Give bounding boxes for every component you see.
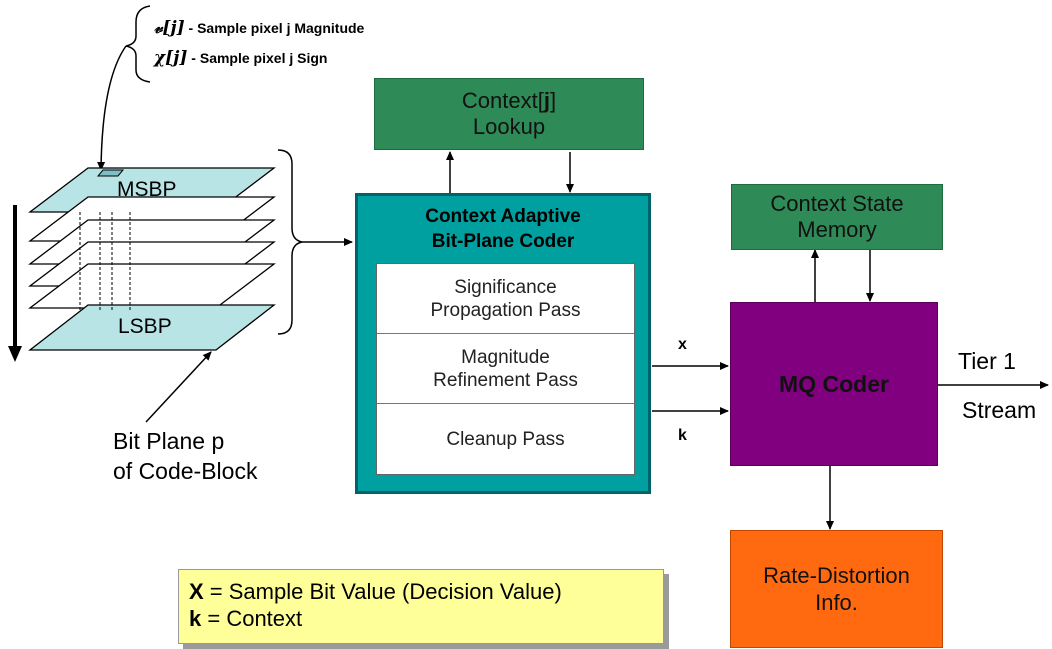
planes-brace <box>277 149 303 335</box>
mq-coder-box: MQ Coder <box>730 302 938 466</box>
context-lookup-line1: Context[j] <box>461 88 557 113</box>
bitplane-coder-box: Context Adaptive Bit-Plane Coder Signifi… <box>355 193 651 494</box>
bitplane-caption-line2: of Code-Block <box>113 458 258 484</box>
pass-significance: Significance Propagation Pass <box>377 264 634 334</box>
caption-to-plane-arrow <box>145 351 212 423</box>
bitplane-caption: Bit Plane p of Code-Block <box>113 426 257 486</box>
note-sign: χ[j] - Sample pixel j Sign <box>154 48 327 68</box>
context-state-memory-box: Context State Memory <box>731 184 943 250</box>
sample-column <box>79 212 131 310</box>
bitplane-stack <box>28 167 276 351</box>
k-signal-label: k <box>678 427 687 444</box>
plane-lsbp <box>28 304 276 351</box>
notes-to-plane-arrow <box>97 45 127 171</box>
mq-coder-label: MQ Coder <box>779 370 889 397</box>
msbp-label: MSBP <box>117 178 177 201</box>
sample-tile <box>96 169 125 177</box>
output-label-line2: Stream <box>962 397 1037 423</box>
pass-magnitude: Magnitude Refinement Pass <box>377 334 634 404</box>
note-magnitude-symbol: 𝓋[j] <box>154 18 185 38</box>
legend-line2: k = Context <box>189 606 303 631</box>
note-sign-symbol: χ[j] <box>154 48 188 68</box>
context-lookup-line2: Lookup <box>472 114 546 139</box>
legend-box: X = Sample Bit Value (Decision Value) k … <box>178 569 664 644</box>
x-signal-label: x <box>678 336 687 353</box>
note-magnitude: 𝓋[j] - Sample pixel j Magnitude <box>154 18 364 38</box>
bitplane-coder-title: Context Adaptive Bit-Plane Coder <box>425 206 581 252</box>
lsbp-label: LSBP <box>118 315 172 338</box>
notes-brace <box>125 5 151 83</box>
note-magnitude-text: - Sample pixel j Magnitude <box>184 20 365 36</box>
context-lookup-box: Context[j] Lookup <box>374 78 644 150</box>
output-label-line1: Tier 1 <box>958 348 1016 374</box>
note-sign-text: - Sample pixel j Sign <box>187 50 328 66</box>
legend-line1: X = Sample Bit Value (Decision Value) <box>189 579 562 604</box>
context-index-var: j <box>543 88 550 113</box>
coding-passes: Significance Propagation Pass Magnitude … <box>376 263 635 475</box>
pass-cleanup: Cleanup Pass <box>446 428 565 450</box>
rate-distortion-box: Rate-Distortion Info. <box>730 530 943 648</box>
bitplane-caption-line1: Bit Plane p <box>113 428 225 454</box>
